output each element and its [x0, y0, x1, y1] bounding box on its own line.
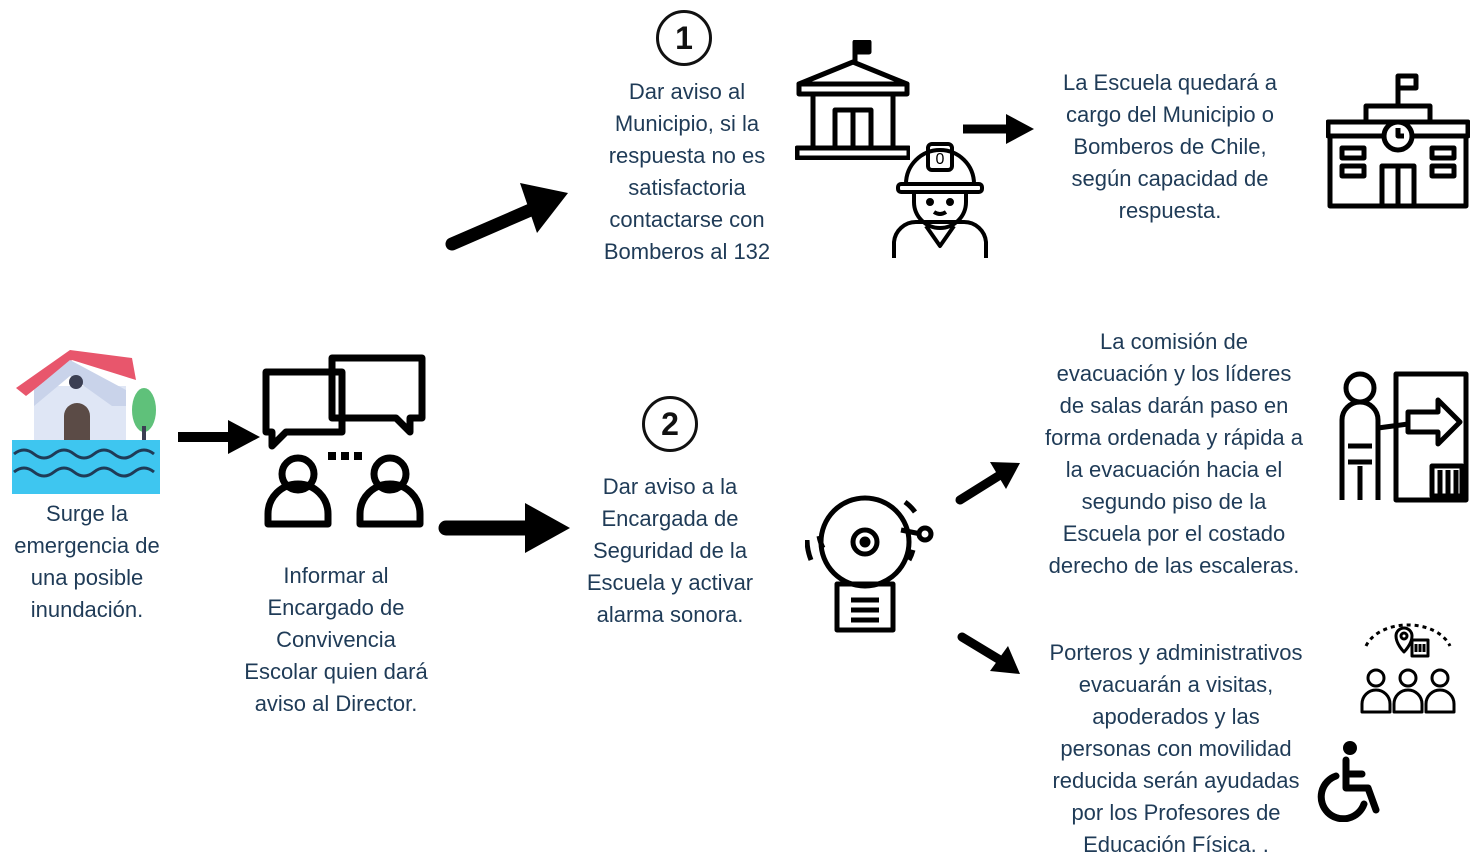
- visitors-text: Porteros y administrativos evacuarán a v…: [1049, 640, 1303, 857]
- emergency-exit-icon: [1339, 371, 1469, 503]
- people-location-icon: [1360, 623, 1456, 714]
- conversation-people-icon: [262, 354, 426, 528]
- school-building-icon: [1326, 73, 1470, 209]
- evacuation-text: La comisión de evacuación y los líderes …: [1044, 329, 1304, 578]
- step-number-2: 2: [642, 396, 698, 452]
- inform-text: Informar al Encargado de Convivencia Esc…: [244, 563, 428, 716]
- flooded-house-icon: [12, 350, 160, 494]
- option1-result-text: La Escuela quedará a cargo del Municipio…: [1062, 70, 1278, 223]
- arrow-to-option2: [438, 503, 570, 553]
- arrow-to-visitors: [957, 632, 1020, 674]
- option1-text: Dar aviso al Municipio, si la respuesta …: [603, 79, 771, 264]
- arrow-to-evacuation: [955, 462, 1020, 505]
- start-text: Surge la emergencia de una posible inund…: [14, 501, 160, 622]
- town-hall-icon: [795, 40, 910, 160]
- step-number-1: 1: [656, 10, 712, 66]
- svg-text:0: 0: [936, 151, 945, 168]
- option2-text: Dar aviso a la Encargada de Seguridad de…: [586, 474, 754, 627]
- arrow-to-result: [963, 114, 1034, 144]
- alarm-bell-icon: [805, 495, 934, 633]
- firefighter-icon: 0: [892, 142, 988, 258]
- arrow-start-to-inform: [178, 420, 260, 454]
- wheelchair-icon: [1317, 741, 1380, 822]
- arrow-to-option1: [445, 183, 568, 251]
